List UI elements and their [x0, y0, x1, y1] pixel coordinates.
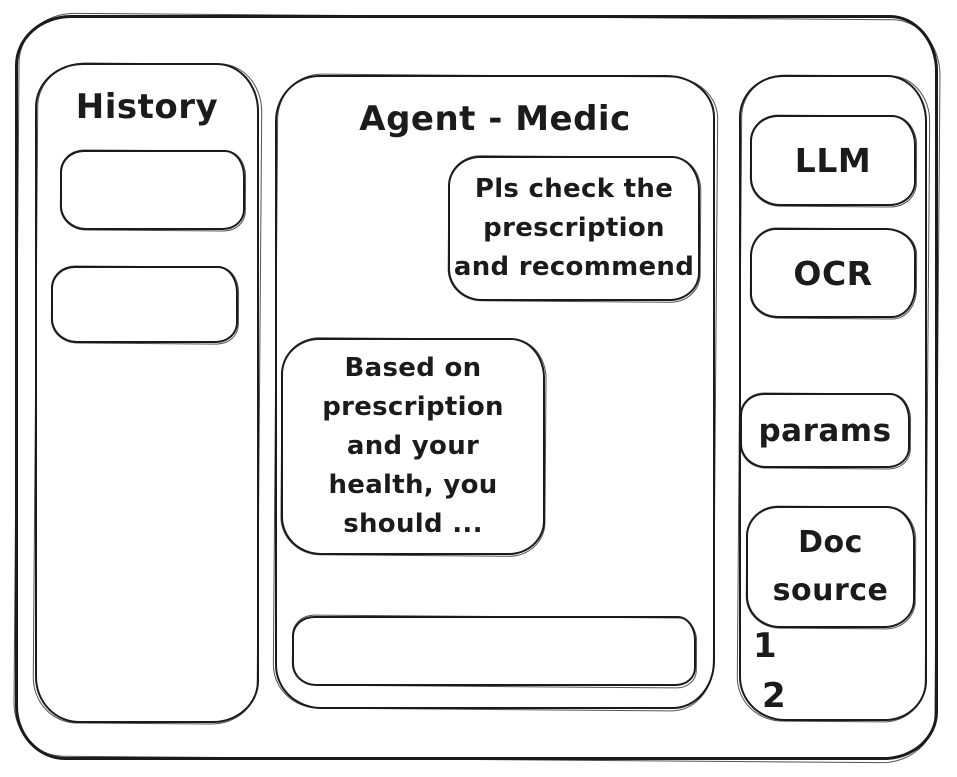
history-item[interactable]: [60, 150, 245, 230]
message-input[interactable]: [294, 618, 694, 684]
agent-message-bubble: Based on prescription and your health, y…: [281, 338, 545, 555]
llm-button[interactable]: LLM: [750, 115, 916, 206]
chat-title: Agent - Medic: [359, 99, 631, 139]
app-window: History Agent - Medic Pls check the pres…: [15, 15, 938, 760]
tools-panel: LLM OCR params Doc source 1 2: [739, 75, 927, 721]
history-panel: History: [35, 63, 259, 723]
history-title: History: [75, 87, 219, 127]
user-message-bubble: Pls check the prescription and recommend: [448, 156, 700, 301]
message-input-box[interactable]: [292, 616, 696, 686]
history-item[interactable]: [51, 266, 238, 343]
doc-source-item-2[interactable]: 2: [762, 676, 786, 716]
doc-source-button[interactable]: Doc source: [746, 506, 915, 628]
doc-source-item-1[interactable]: 1: [753, 626, 777, 666]
chat-panel: Agent - Medic Pls check the prescription…: [275, 75, 715, 709]
ocr-button[interactable]: OCR: [750, 228, 916, 318]
params-button[interactable]: params: [740, 393, 910, 468]
